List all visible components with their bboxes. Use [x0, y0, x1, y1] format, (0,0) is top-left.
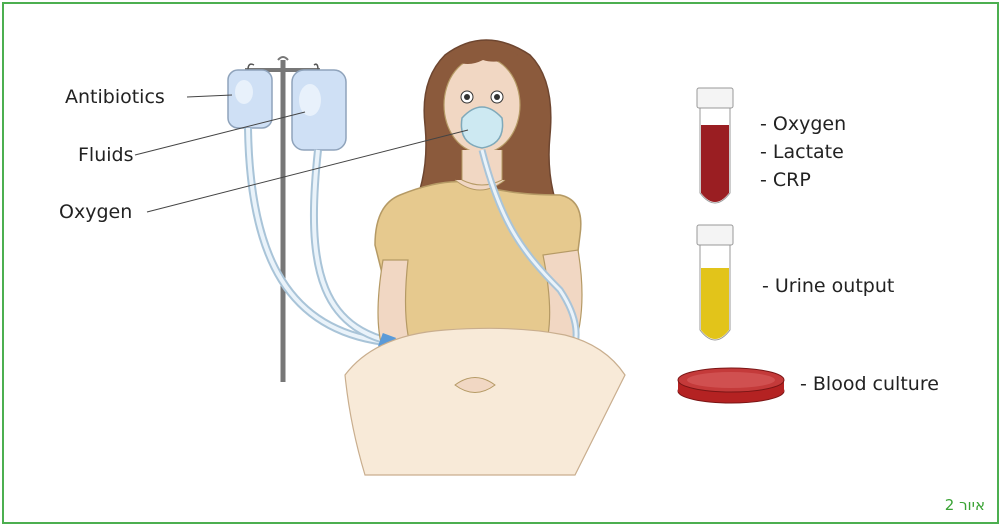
- blood-lactate-label: - Lactate: [760, 141, 844, 163]
- figure-caption: איור 2: [945, 496, 985, 514]
- oxygen-line-label: Oxygen: [59, 201, 132, 223]
- bed-sheet: [345, 328, 625, 475]
- antibiotics-bag: [228, 64, 272, 128]
- blood-tube: [697, 88, 733, 203]
- antibiotics-label: Antibiotics: [65, 86, 165, 108]
- fluids-bag: [292, 64, 346, 150]
- blood-culture-label: - Blood culture: [800, 373, 939, 395]
- urine-tube: [697, 225, 733, 340]
- urine-output-label: - Urine output: [762, 275, 894, 297]
- blood-crp-label: - CRP: [760, 169, 811, 191]
- fluids-label: Fluids: [78, 144, 134, 166]
- blood-oxygen-label: - Oxygen: [760, 113, 846, 135]
- blood-culture-dish: [678, 368, 784, 403]
